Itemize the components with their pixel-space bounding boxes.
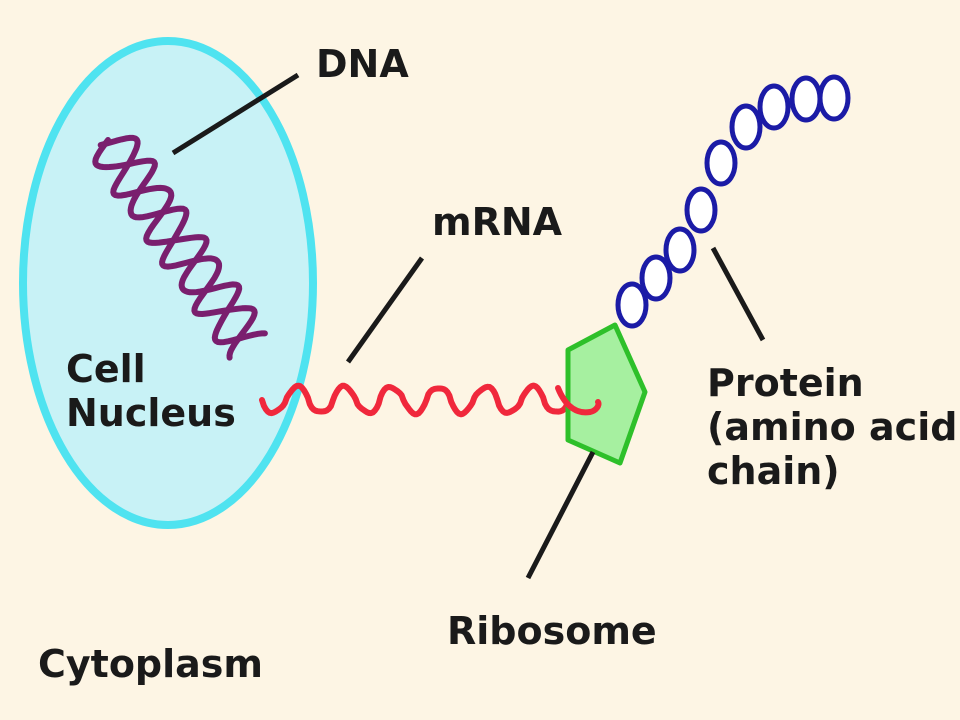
ribosome-leader-line xyxy=(525,450,596,580)
ribosome xyxy=(565,322,648,466)
amino-acid-bead xyxy=(684,186,718,234)
amino-acid-bead xyxy=(663,226,697,274)
protein-amino-acid-chain xyxy=(615,74,851,329)
ribosome-label: Ribosome xyxy=(447,609,657,653)
dna-strand-b xyxy=(97,134,268,346)
amino-acid-bead xyxy=(704,139,738,187)
leader-lines xyxy=(171,72,766,580)
protein-label-line1: Protein xyxy=(707,361,864,405)
protein-label-line2: (amino acid xyxy=(707,405,957,449)
amino-acid-bead xyxy=(729,103,763,151)
amino-acid-bead xyxy=(757,83,791,131)
cell-nucleus xyxy=(19,37,317,529)
mrna-label: mRNA xyxy=(432,200,563,244)
mrna-strand xyxy=(259,382,571,418)
protein-leader-line xyxy=(710,246,766,342)
mrna-strand-in-ribosome xyxy=(555,385,602,416)
dna-double-helix xyxy=(92,134,268,361)
amino-acid-bead xyxy=(639,254,673,302)
dna-leader-line xyxy=(171,72,300,156)
amino-acid-bead xyxy=(817,74,851,122)
amino-acid-bead xyxy=(615,281,649,329)
dna-label: DNA xyxy=(316,42,409,86)
cell-nucleus-label-line2: Nucleus xyxy=(66,391,236,435)
cytoplasm-label: Cytoplasm xyxy=(38,642,263,686)
protein-label-line3: chain) xyxy=(707,449,840,493)
cell-nucleus-label-line1: Cell xyxy=(66,347,146,391)
mrna-leader-line xyxy=(345,256,425,364)
amino-acid-bead xyxy=(789,75,823,123)
